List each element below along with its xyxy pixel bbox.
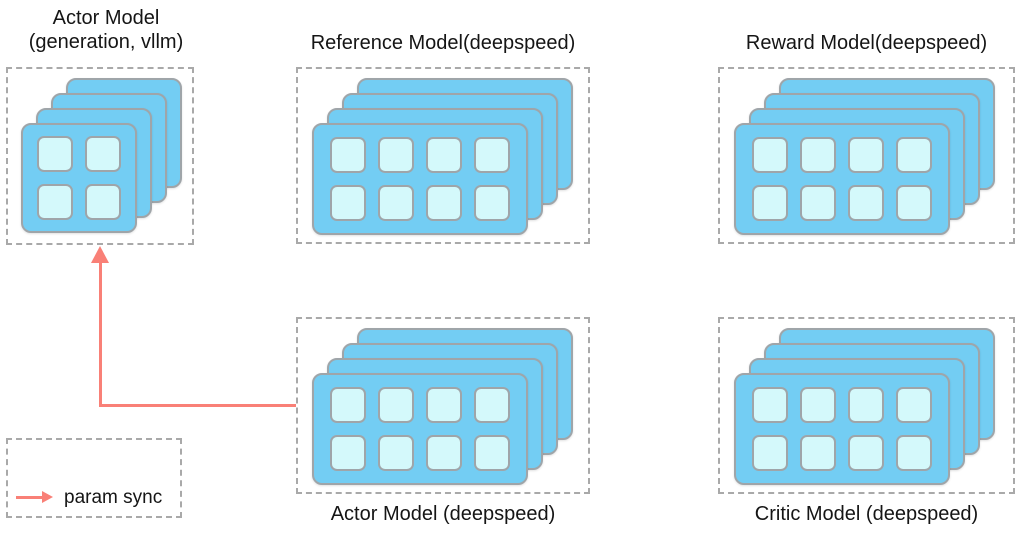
gpu-grid xyxy=(314,125,526,233)
legend-box: param sync xyxy=(6,438,182,518)
gpu-grid xyxy=(314,375,526,483)
gpu-square xyxy=(752,137,788,173)
gpu-square xyxy=(330,387,366,423)
node-box-reference-model xyxy=(296,67,590,244)
gpu-square xyxy=(800,137,836,173)
node-title-reward-model: Reward Model(deepspeed) xyxy=(745,32,988,54)
gpu-square xyxy=(896,137,932,173)
legend-arrow-icon xyxy=(42,491,53,503)
gpu-square xyxy=(85,184,121,220)
gpu-square xyxy=(896,435,932,471)
gpu-card-front xyxy=(312,373,528,485)
gpu-square xyxy=(474,185,510,221)
gpu-square xyxy=(378,137,414,173)
gpu-square xyxy=(426,137,462,173)
node-box-actor-model-vllm xyxy=(6,67,194,245)
gpu-square xyxy=(426,185,462,221)
gpu-grid xyxy=(736,375,948,483)
gpu-square xyxy=(800,435,836,471)
gpu-square xyxy=(330,435,366,471)
param-sync-arrow-vertical-segment xyxy=(99,261,102,407)
gpu-square xyxy=(330,185,366,221)
node-box-actor-model-deepspeed xyxy=(296,317,590,494)
gpu-grid xyxy=(736,125,948,233)
gpu-square xyxy=(85,136,121,172)
gpu-square xyxy=(848,137,884,173)
gpu-card-front xyxy=(734,123,950,235)
gpu-square xyxy=(848,387,884,423)
param-sync-arrowhead-icon xyxy=(91,246,109,263)
gpu-square xyxy=(37,184,73,220)
gpu-square xyxy=(474,387,510,423)
gpu-square xyxy=(752,435,788,471)
gpu-square xyxy=(800,185,836,221)
legend-arrow-line xyxy=(16,496,43,499)
gpu-square xyxy=(378,387,414,423)
node-title-actor-model-vllm: Actor Model (generation, vllm) xyxy=(28,7,184,53)
gpu-square xyxy=(426,435,462,471)
gpu-square xyxy=(896,185,932,221)
gpu-square xyxy=(752,387,788,423)
gpu-square xyxy=(896,387,932,423)
gpu-square xyxy=(474,137,510,173)
gpu-card-front xyxy=(21,123,137,233)
node-title-actor-model-deepspeed: Actor Model (deepspeed) xyxy=(330,503,556,525)
gpu-square xyxy=(378,185,414,221)
param-sync-arrow-horizontal-segment xyxy=(99,404,296,407)
node-title-reference-model: Reference Model(deepspeed) xyxy=(310,32,576,54)
node-title-critic-model: Critic Model (deepspeed) xyxy=(754,503,979,525)
node-box-reward-model xyxy=(718,67,1015,244)
node-box-critic-model xyxy=(718,317,1015,494)
legend-label: param sync xyxy=(64,487,163,508)
gpu-square xyxy=(37,136,73,172)
gpu-square xyxy=(800,387,836,423)
gpu-square xyxy=(330,137,366,173)
gpu-square xyxy=(426,387,462,423)
gpu-square xyxy=(378,435,414,471)
gpu-square xyxy=(848,185,884,221)
gpu-square xyxy=(752,185,788,221)
gpu-grid xyxy=(23,125,135,231)
gpu-square xyxy=(474,435,510,471)
gpu-card-front xyxy=(312,123,528,235)
gpu-square xyxy=(848,435,884,471)
gpu-card-front xyxy=(734,373,950,485)
